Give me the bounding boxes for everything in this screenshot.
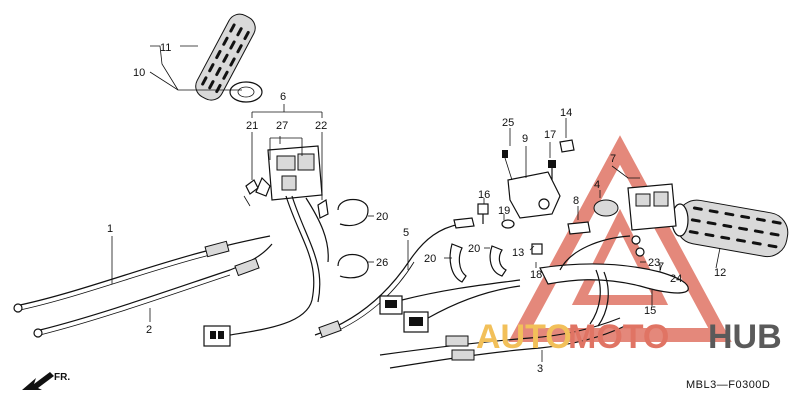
part-label-7-top: 7 xyxy=(610,153,616,165)
part-label-4: 4 xyxy=(594,179,600,191)
cable-2 xyxy=(33,243,273,338)
clamp-20-center-b xyxy=(489,245,507,277)
clamp-20-center-a xyxy=(449,243,467,283)
bolt-16 xyxy=(477,203,489,224)
right-switch-housing xyxy=(567,183,677,257)
watermark-hub: HUB xyxy=(708,318,782,356)
part-label-14: 14 xyxy=(560,107,572,119)
clutch-cable-1 xyxy=(13,235,271,313)
nut-13 xyxy=(531,243,543,255)
watermark-moto: MOTO xyxy=(568,318,669,356)
part-label-9: 9 xyxy=(522,133,528,145)
part-label-26: 26 xyxy=(376,257,388,269)
part-label-18: 18 xyxy=(530,269,542,281)
cap-14 xyxy=(559,139,575,153)
part-label-25: 25 xyxy=(502,117,514,129)
front-direction-arrow: FR. xyxy=(22,372,70,390)
part-label-16: 16 xyxy=(478,189,490,201)
part-label-2: 2 xyxy=(146,324,152,336)
watermark-logo: AUTO MOTO HUB xyxy=(476,318,782,356)
right-grip xyxy=(671,199,789,258)
part-label-5: 5 xyxy=(403,227,409,239)
part-label-15: 15 xyxy=(644,305,656,317)
part-label-17: 17 xyxy=(544,129,556,141)
part-label-19: 19 xyxy=(498,205,510,217)
leader-lines xyxy=(111,45,721,362)
part-labels: 11 10 6 21 27 22 1 2 20 26 5 25 9 17 14 … xyxy=(107,42,726,375)
part-label-20-left: 20 xyxy=(376,211,388,223)
washer-19 xyxy=(501,219,515,229)
throttle-cable-3 xyxy=(379,317,626,369)
screw-21 xyxy=(243,179,259,207)
part-label-23: 23 xyxy=(648,257,660,269)
part-label-3: 3 xyxy=(537,363,543,375)
part-label-6: 6 xyxy=(280,91,286,103)
part-label-27: 27 xyxy=(276,120,288,132)
left-switch-housing xyxy=(203,145,329,347)
brake-lever-15 xyxy=(539,235,689,327)
direction-label: FR. xyxy=(54,372,70,383)
clamp-26 xyxy=(337,253,369,279)
part-label-20-center-b: 20 xyxy=(468,243,480,255)
part-label-20-center-a: 20 xyxy=(424,253,436,265)
part-label-21: 21 xyxy=(246,120,258,132)
watermark-auto: AUTO xyxy=(476,318,572,356)
part-label-8: 8 xyxy=(573,195,579,207)
throttle-cable-5 xyxy=(314,217,475,339)
part-label-10: 10 xyxy=(133,67,145,79)
clamp-20-left xyxy=(337,198,369,227)
part-label-7-bottom: 7 xyxy=(658,261,664,273)
watermark-triangle xyxy=(508,135,732,342)
part-label-12: 12 xyxy=(714,267,726,279)
part-label-13: 13 xyxy=(512,247,524,259)
screw-17 xyxy=(548,160,556,180)
left-grip xyxy=(195,13,263,103)
screw-22 xyxy=(317,199,329,219)
switch-connector-a xyxy=(379,295,403,315)
part-label-24: 24 xyxy=(670,273,682,285)
part-label-1: 1 xyxy=(107,223,113,235)
part-label-22: 22 xyxy=(315,120,327,132)
part-label-11: 11 xyxy=(160,42,171,54)
lever-bracket-9 xyxy=(502,150,561,219)
diagram-code: MBL3—F0300D xyxy=(686,379,770,391)
switch-connector-b xyxy=(401,279,521,333)
